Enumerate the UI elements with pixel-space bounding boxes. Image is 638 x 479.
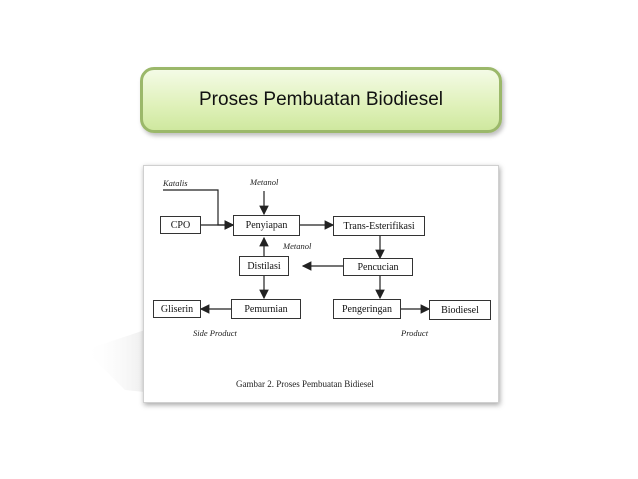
node-penyiapan: Penyiapan bbox=[233, 215, 300, 236]
node-pemurnian: Pemurnian bbox=[231, 299, 301, 319]
label-side-product: Side Product bbox=[193, 328, 237, 338]
title-banner: Proses Pembuatan Biodiesel bbox=[140, 67, 502, 133]
node-gliserin: Gliserin bbox=[153, 300, 201, 318]
label-product: Product bbox=[401, 328, 429, 338]
node-pencucian: Pencucian bbox=[343, 258, 413, 276]
node-distilasi: Distilasi bbox=[239, 256, 289, 276]
process-diagram: Katalis Metanol Metanol Side Product Pro… bbox=[143, 165, 497, 401]
node-pengeringan: Pengeringan bbox=[333, 299, 401, 319]
label-metanol-top: Metanol bbox=[250, 177, 279, 187]
figure-caption: Gambar 2. Proses Pembuatan Bidiesel bbox=[236, 379, 374, 389]
figure-frame bbox=[143, 165, 499, 403]
slide-title: Proses Pembuatan Biodiesel bbox=[199, 89, 443, 110]
node-cpo: CPO bbox=[160, 216, 201, 234]
node-trans-esterifikasi: Trans-Esterifikasi bbox=[333, 216, 425, 236]
diagram-arrows bbox=[163, 189, 431, 314]
node-biodiesel: Biodiesel bbox=[429, 300, 491, 320]
label-metanol-mid: Metanol bbox=[283, 241, 312, 251]
label-katalis: Katalis bbox=[163, 178, 188, 188]
